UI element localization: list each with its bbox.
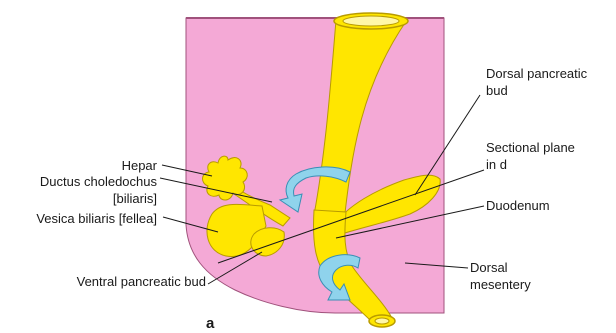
label-dorsal-pancreatic-bud: Dorsal pancreatic — [486, 66, 588, 81]
label-dorsal-pancreatic-bud-sub: bud — [486, 83, 508, 98]
label-ventral-pancreatic-bud: Ventral pancreatic bud — [77, 274, 206, 289]
panel-letter: a — [206, 315, 215, 332]
label-duodenum: Duodenum — [486, 198, 550, 213]
label-ductus-choledochus: Ductus choledochus — [40, 174, 158, 189]
label-sectional-plane-sub: in d — [486, 157, 507, 172]
label-vesica-biliaris: Vesica biliaris [fellea] — [36, 211, 157, 226]
label-dorsal-mesentery: Dorsal — [470, 260, 508, 275]
label-ductus-choledochus-sub: [biliaris] — [113, 191, 157, 206]
label-dorsal-mesentery-sub: mesentery — [470, 277, 531, 292]
label-sectional-plane: Sectional plane — [486, 140, 575, 155]
lower-tube-lumen — [375, 318, 389, 324]
label-hepar: Hepar — [122, 158, 158, 173]
upper-tube-lumen — [343, 16, 399, 26]
